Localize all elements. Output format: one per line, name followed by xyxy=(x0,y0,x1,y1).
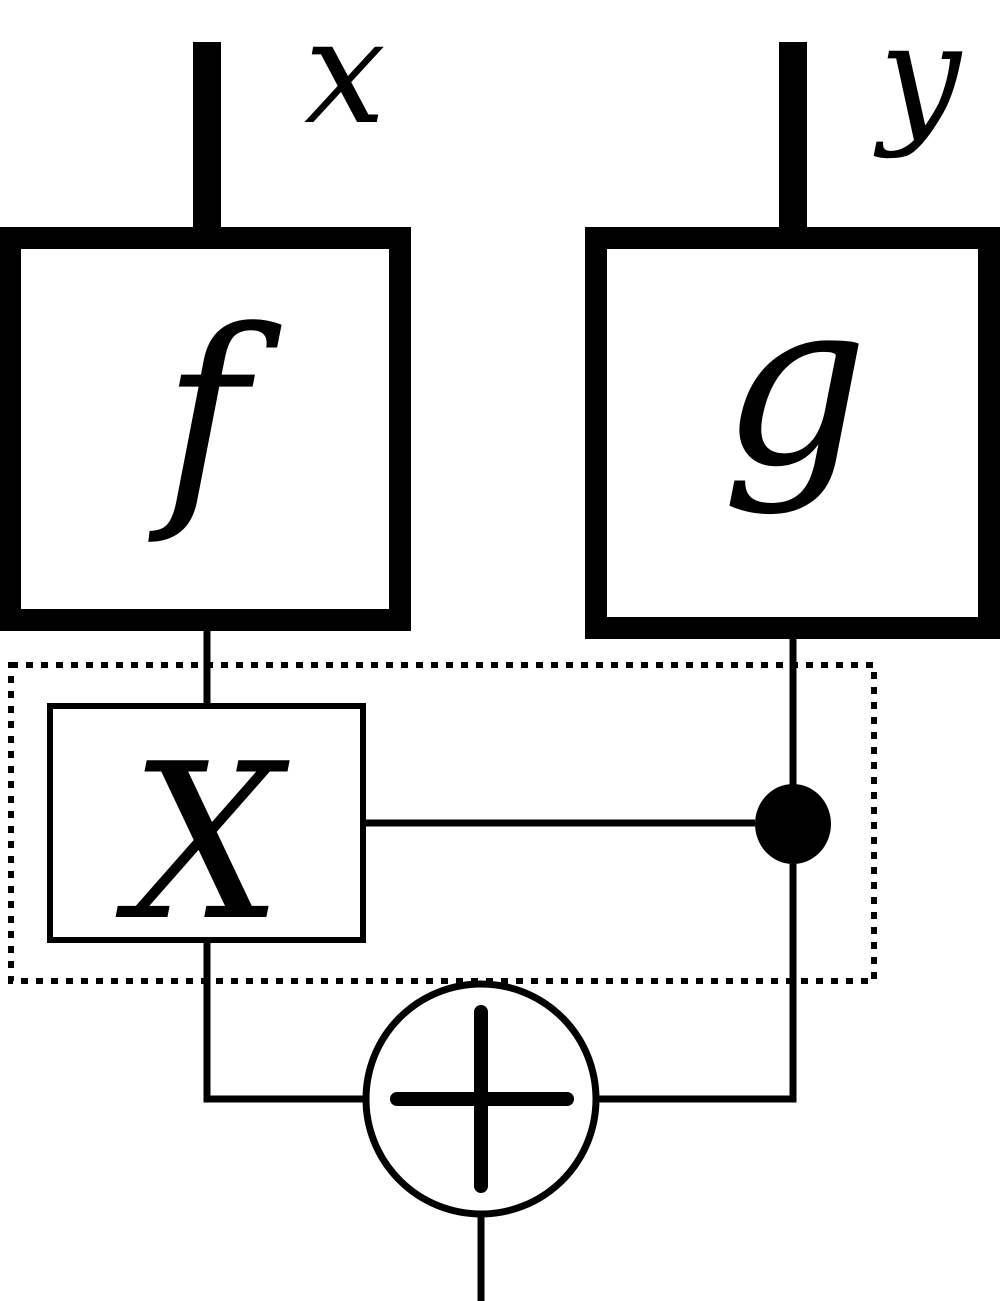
f-box xyxy=(0,227,411,631)
g-box-label: g xyxy=(721,251,868,518)
y-input-label: y xyxy=(873,0,963,161)
control-to-xor-wire xyxy=(596,864,797,1103)
x-gate-to-xor-wire xyxy=(203,940,365,1103)
x-input-label: x xyxy=(304,0,386,157)
g-box xyxy=(585,227,1000,639)
control-dot xyxy=(755,784,831,864)
x-gate-label: X xyxy=(115,717,290,968)
controlled-x-region xyxy=(8,662,877,984)
x-gate-box xyxy=(47,703,366,943)
